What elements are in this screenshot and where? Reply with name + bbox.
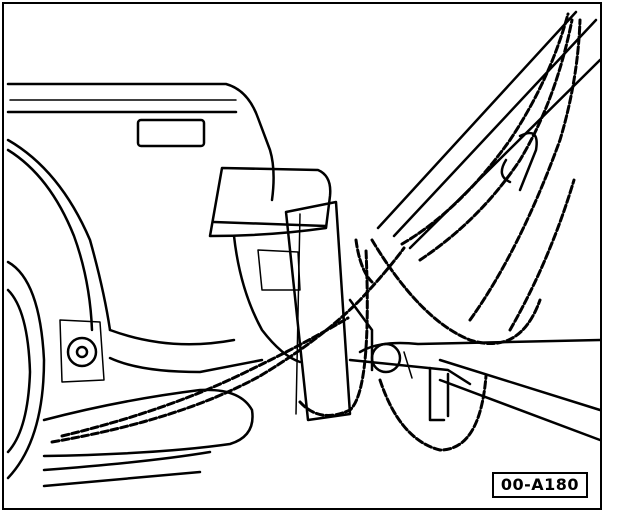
tow-pad <box>208 166 374 422</box>
tail-lamp <box>136 118 206 148</box>
hook-assembly <box>428 366 446 422</box>
figure-code-label: 00-A180 <box>491 472 588 498</box>
rear-bumper <box>42 388 254 488</box>
chain-hooks <box>500 131 538 192</box>
wheel <box>6 260 105 480</box>
tow-chains <box>50 12 582 452</box>
figure-frame <box>2 2 602 510</box>
car-body <box>6 82 302 374</box>
